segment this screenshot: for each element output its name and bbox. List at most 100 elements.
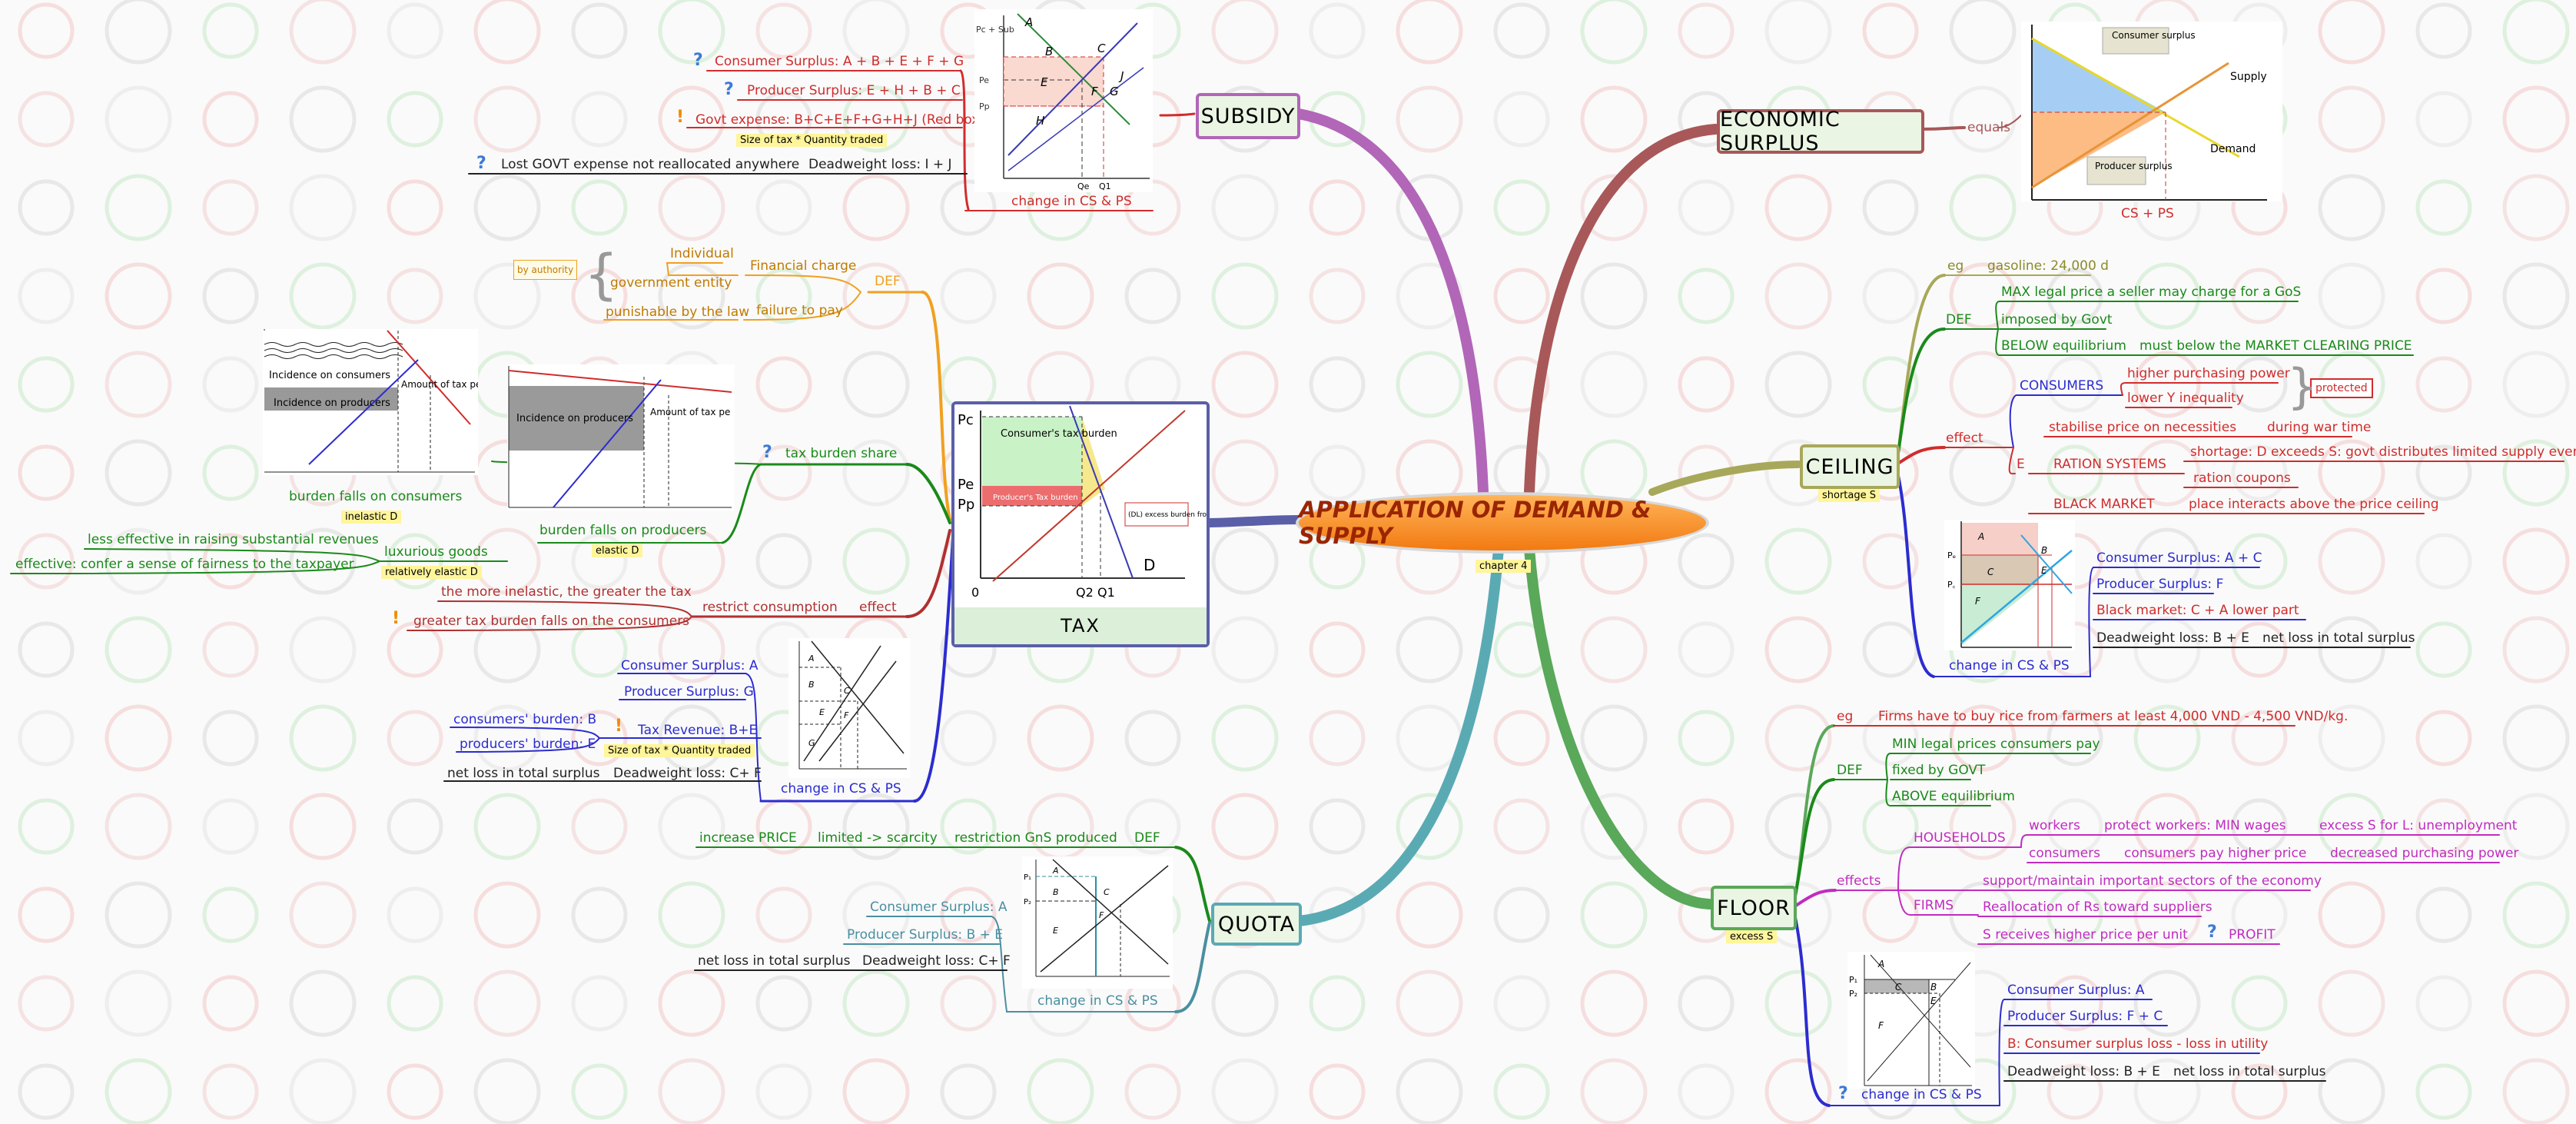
line-e <box>2008 447 2016 475</box>
svg-text:D: D <box>1144 556 1155 574</box>
ceiling-dwl: Deadweight loss: B + E <box>2096 630 2249 646</box>
households: HOUSEHOLDS <box>1914 830 2006 846</box>
quota-chain-3: restriction GnS produced <box>954 830 1117 846</box>
floor-effects: effects <box>1837 873 1881 889</box>
tax-change-graph: A B C E F G <box>788 638 910 778</box>
line-fin <box>745 274 861 293</box>
subsidy-ylabel-pc: Pc + Sub <box>976 25 1014 35</box>
quota-net-loss: net loss in total surplus <box>698 953 851 969</box>
subsidy-dwl: Deadweight loss: I + J <box>808 157 952 172</box>
floor-graph: P₁ P₂ A C B E F <box>1847 952 1975 1089</box>
equals-label: equals <box>1967 120 2011 135</box>
ceiling-eg: eg <box>1947 258 1964 274</box>
more-inelastic: the more inelastic, the greater the tax <box>441 584 692 600</box>
tax-def-item-3: punishable by the law <box>606 304 750 320</box>
economic-surplus-topic[interactable]: ECONOMIC SURPLUS <box>1717 108 1924 155</box>
shortage-text: shortage: D exceeds S: govt distributes … <box>2190 444 2576 460</box>
quota-chain-1: increase PRICE <box>699 830 797 846</box>
elastic-caption: burden falls on producers <box>539 523 707 538</box>
svg-text:Supply: Supply <box>2230 71 2267 83</box>
floor-def: DEF <box>1837 763 1863 778</box>
ceiling-e: E <box>2017 457 2025 472</box>
svg-text:A: A <box>1977 531 1984 542</box>
tax-topic[interactable]: Pc Pe Pp 0 Q2 Q1 D Consumer's tax burden… <box>951 401 1227 647</box>
tax-size-tag: Size of tax * Quantity traded <box>604 744 755 757</box>
floor-cs: Consumer Surplus: A <box>2007 983 2145 998</box>
ceiling-cs: Consumer Surplus: A + C <box>2096 550 2262 566</box>
quota-caption: change in CS & PS <box>1037 993 1158 1009</box>
svg-text:Qe: Qe <box>1077 181 1090 191</box>
subsidy-size-tag: Size of tax * Quantity traded <box>736 134 888 147</box>
svg-text:E: E <box>819 707 825 717</box>
line-ccs <box>2088 567 2094 677</box>
ceiling-below-2: must below the MARKET CLEARING PRICE <box>2139 338 2412 354</box>
central-topic[interactable]: APPLICATION OF DEMAND & SUPPLY <box>1296 492 1709 554</box>
economic-surplus-label: ECONOMIC SURPLUS <box>1720 108 1841 155</box>
floor-above: ABOVE equilibrium <box>1892 789 2015 804</box>
greater-burden: greater tax burden falls on the consumer… <box>413 614 690 629</box>
underline-inelastic <box>437 600 692 617</box>
ceiling-imposed: imposed by Govt <box>2001 312 2113 328</box>
quota-chain-2: limited -> scarcity <box>818 830 938 846</box>
quota-graph: P₁ P₂ A B C E F <box>1022 856 1173 989</box>
svg-text:F: F <box>844 710 849 720</box>
ceiling-def: DEF <box>1946 312 1972 328</box>
svg-text:E: E <box>1041 75 1048 89</box>
subsidy-label: SUBSIDY <box>1200 104 1296 128</box>
svg-text:H: H <box>1036 114 1044 128</box>
line-quota-def <box>1174 846 1211 923</box>
tax-def-item-1: Individual <box>670 246 734 261</box>
line-qcs <box>991 916 1007 1013</box>
tax-effect-label: effect <box>859 600 897 615</box>
relatively-elastic-tag: relatively elastic D <box>381 566 482 579</box>
line-floor-def <box>1792 778 1835 906</box>
svg-text:Pc: Pc <box>958 412 974 428</box>
line-effect <box>905 529 951 618</box>
branch-floor <box>1524 544 1715 910</box>
floor-topic[interactable]: FLOOR <box>1711 886 1797 930</box>
tax-revenue: Tax Revenue: B+E <box>638 723 758 738</box>
floor-eg-text: Firms have to buy rice from farmers at l… <box>1878 709 2349 724</box>
line-subsidy-graph <box>1159 112 1196 117</box>
underline-pb <box>456 737 600 753</box>
underline-greater <box>407 616 692 631</box>
subsidy-ylabel-pp: Pp <box>979 101 990 111</box>
line-above <box>1885 779 1891 806</box>
line-effects <box>1792 889 1837 909</box>
tax-ps: Producer Surplus: G <box>624 684 754 700</box>
svg-text:G: G <box>1110 85 1119 98</box>
svg-text:G: G <box>808 738 815 748</box>
line-equals <box>1918 126 1966 131</box>
exclamation-icon: ! <box>392 609 400 628</box>
floor-tag: excess S <box>1726 930 1778 943</box>
line-surplus-graph <box>1997 115 2022 128</box>
fairness: effective: confer a sense of fairness to… <box>15 557 354 572</box>
floor-ps: Producer Surplus: F + C <box>2007 1009 2163 1024</box>
svg-text:Pp: Pp <box>958 497 974 513</box>
chapter-tag: chapter 4 <box>1476 560 1532 573</box>
subsidy-topic[interactable]: SUBSIDY <box>1196 93 1300 139</box>
line-subsidy-cs <box>959 69 970 211</box>
less-effective: less effective in raising substantial re… <box>88 532 379 547</box>
svg-text:E: E <box>1930 996 1937 1006</box>
quota-dwl: Deadweight loss: C+ F <box>862 953 1011 969</box>
ceiling-caption: change in CS & PS <box>1949 658 2070 673</box>
profit: PROFIT <box>2229 927 2276 943</box>
subsidy-lost: Lost GOVT expense not reallocated anywhe… <box>501 157 800 172</box>
svg-text:C: C <box>1097 42 1106 55</box>
inelastic-graph: Incidence on consumers Incidence on prod… <box>263 329 481 475</box>
svg-text:Amount of tax pe: Amount of tax pe <box>401 379 478 390</box>
reallocation: Reallocation of Rs toward suppliers <box>1983 900 2213 915</box>
subsidy-ylabel-pe: Pe <box>979 75 989 85</box>
svg-text:F: F <box>1099 910 1104 920</box>
luxurious-goods: luxurious goods <box>384 544 488 560</box>
ceiling-topic[interactable]: CEILING <box>1800 444 1900 489</box>
decreased-purchasing: decreased purchasing power <box>2330 846 2519 861</box>
ceiling-tag: shortage S <box>1818 489 1881 502</box>
svg-text:C: C <box>844 686 850 696</box>
quota-topic[interactable]: QUOTA <box>1211 903 1302 946</box>
branch-quota <box>1293 544 1504 926</box>
line-households <box>1897 846 1911 891</box>
war-time: during war time <box>2267 420 2372 435</box>
floor-consumers: consumers <box>2029 846 2101 861</box>
